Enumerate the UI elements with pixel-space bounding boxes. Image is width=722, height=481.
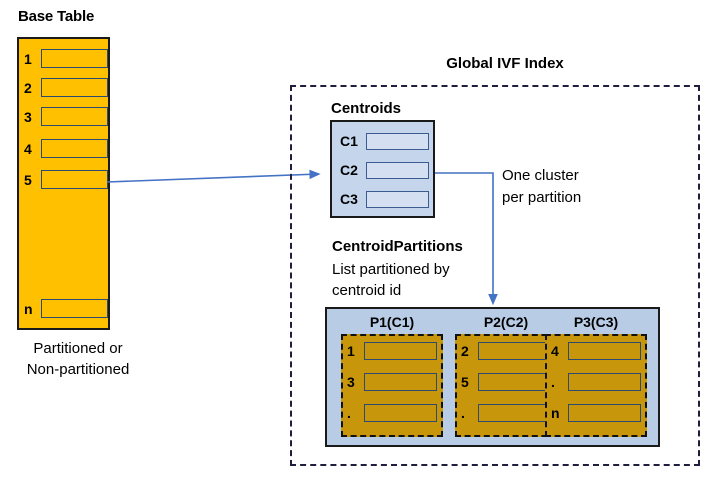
centroid-partitions-subtitle-line1: List partitioned by <box>332 261 450 278</box>
centroid-row-label: C1 <box>340 133 358 149</box>
partition-row: 2 <box>461 341 551 361</box>
centroid-row-label: C3 <box>340 191 358 207</box>
partition-row-cell <box>568 404 641 422</box>
partition-row-number: . <box>347 405 351 421</box>
base-table-row: 4 <box>24 138 108 159</box>
partition-label: P1(C1) <box>369 314 415 330</box>
partition-row-number: 2 <box>461 343 469 359</box>
partition-row: 4 <box>551 341 641 361</box>
base-table-row-cell <box>41 49 108 68</box>
partition-row: 1 <box>347 341 437 361</box>
one-cluster-per-partition-note: One cluster per partition <box>502 165 632 209</box>
base-table-row: 2 <box>24 77 108 98</box>
partition-row-cell <box>478 373 551 391</box>
base-table-row-cell <box>41 107 108 126</box>
base-table-row-number: 3 <box>24 108 32 125</box>
base-table-row: 3 <box>24 106 108 127</box>
centroid-row: C1 <box>340 131 429 151</box>
centroid-row: C3 <box>340 189 429 209</box>
centroid-row-cell <box>366 132 429 150</box>
partition-row-cell <box>478 342 551 360</box>
partition-row-number: . <box>461 405 465 421</box>
base-table-row-number: 2 <box>24 79 32 96</box>
partition-row: . <box>347 403 437 423</box>
base-table-row: 5 <box>24 169 108 190</box>
partition-row-number: 3 <box>347 374 355 390</box>
partition-row-cell <box>364 404 437 422</box>
partition-row-number: . <box>551 374 555 390</box>
partition-row-number: 5 <box>461 374 469 390</box>
partition-row: . <box>461 403 551 423</box>
partition-row-cell <box>364 373 437 391</box>
partition-row: . <box>551 372 641 392</box>
base-table-row-number: 1 <box>24 50 32 67</box>
partition-row-cell <box>568 373 641 391</box>
base-table-caption-line2: Non-partitioned <box>26 361 130 379</box>
centroid-partitions-title: CentroidPartitions <box>332 238 463 255</box>
global-ivf-index-title: Global IVF Index <box>446 55 564 72</box>
base-table-row-cell <box>41 299 108 318</box>
partition-inner-box: 1 3 . <box>341 334 443 437</box>
partition-row: 5 <box>461 372 551 392</box>
cluster-note-line2: per partition <box>502 188 582 206</box>
base-table-row: 1 <box>24 48 108 69</box>
partition-row: n <box>551 403 641 423</box>
base-table-title: Base Table <box>18 8 95 25</box>
base-table-box: 1 2 3 4 5 n <box>17 37 110 330</box>
base-table-row-number: 4 <box>24 140 32 157</box>
base-table-row-cell <box>41 78 108 97</box>
base-table-caption: Partitioned or Non-partitioned <box>8 338 148 381</box>
centroid-row-cell <box>366 190 429 208</box>
centroid-partitions-container: P1(C1) 1 3 . P2(C2) 2 5 <box>325 307 660 447</box>
centroid-partitions-subtitle: List partitioned by centroid id <box>332 259 502 301</box>
base-table-row-number: n <box>24 300 33 317</box>
centroids-title: Centroids <box>331 100 402 117</box>
partition-row-cell <box>478 404 551 422</box>
partition-row-number: n <box>551 405 560 421</box>
partition-group-p2: P2(C2) 2 5 . <box>455 312 557 444</box>
partition-label: P3(C3) <box>573 314 619 330</box>
base-table-caption-line1: Partitioned or <box>33 340 123 357</box>
base-table-row-number: 5 <box>24 171 32 188</box>
centroid-row-cell <box>366 161 429 179</box>
base-table-row-last: n <box>24 298 108 319</box>
partition-group-p1: P1(C1) 1 3 . <box>341 312 443 444</box>
partition-row: 3 <box>347 372 437 392</box>
partition-row-cell <box>364 342 437 360</box>
partition-inner-box: 4 . n <box>545 334 647 437</box>
partition-label: P2(C2) <box>483 314 529 330</box>
base-table-row-cell <box>41 139 108 158</box>
centroid-partitions-subtitle-line2: centroid id <box>332 282 402 299</box>
partition-row-cell <box>568 342 641 360</box>
global-ivf-index-container <box>290 85 700 466</box>
partition-row-number: 1 <box>347 343 355 359</box>
centroids-box: C1 C2 C3 <box>330 120 435 218</box>
centroid-row-label: C2 <box>340 162 358 178</box>
centroid-row: C2 <box>340 160 429 180</box>
partition-row-number: 4 <box>551 343 559 359</box>
base-table-row-cell <box>41 170 108 189</box>
cluster-note-line1: One cluster <box>502 167 579 184</box>
partition-group-p3: P3(C3) 4 . n <box>545 312 647 444</box>
partition-inner-box: 2 5 . <box>455 334 557 437</box>
